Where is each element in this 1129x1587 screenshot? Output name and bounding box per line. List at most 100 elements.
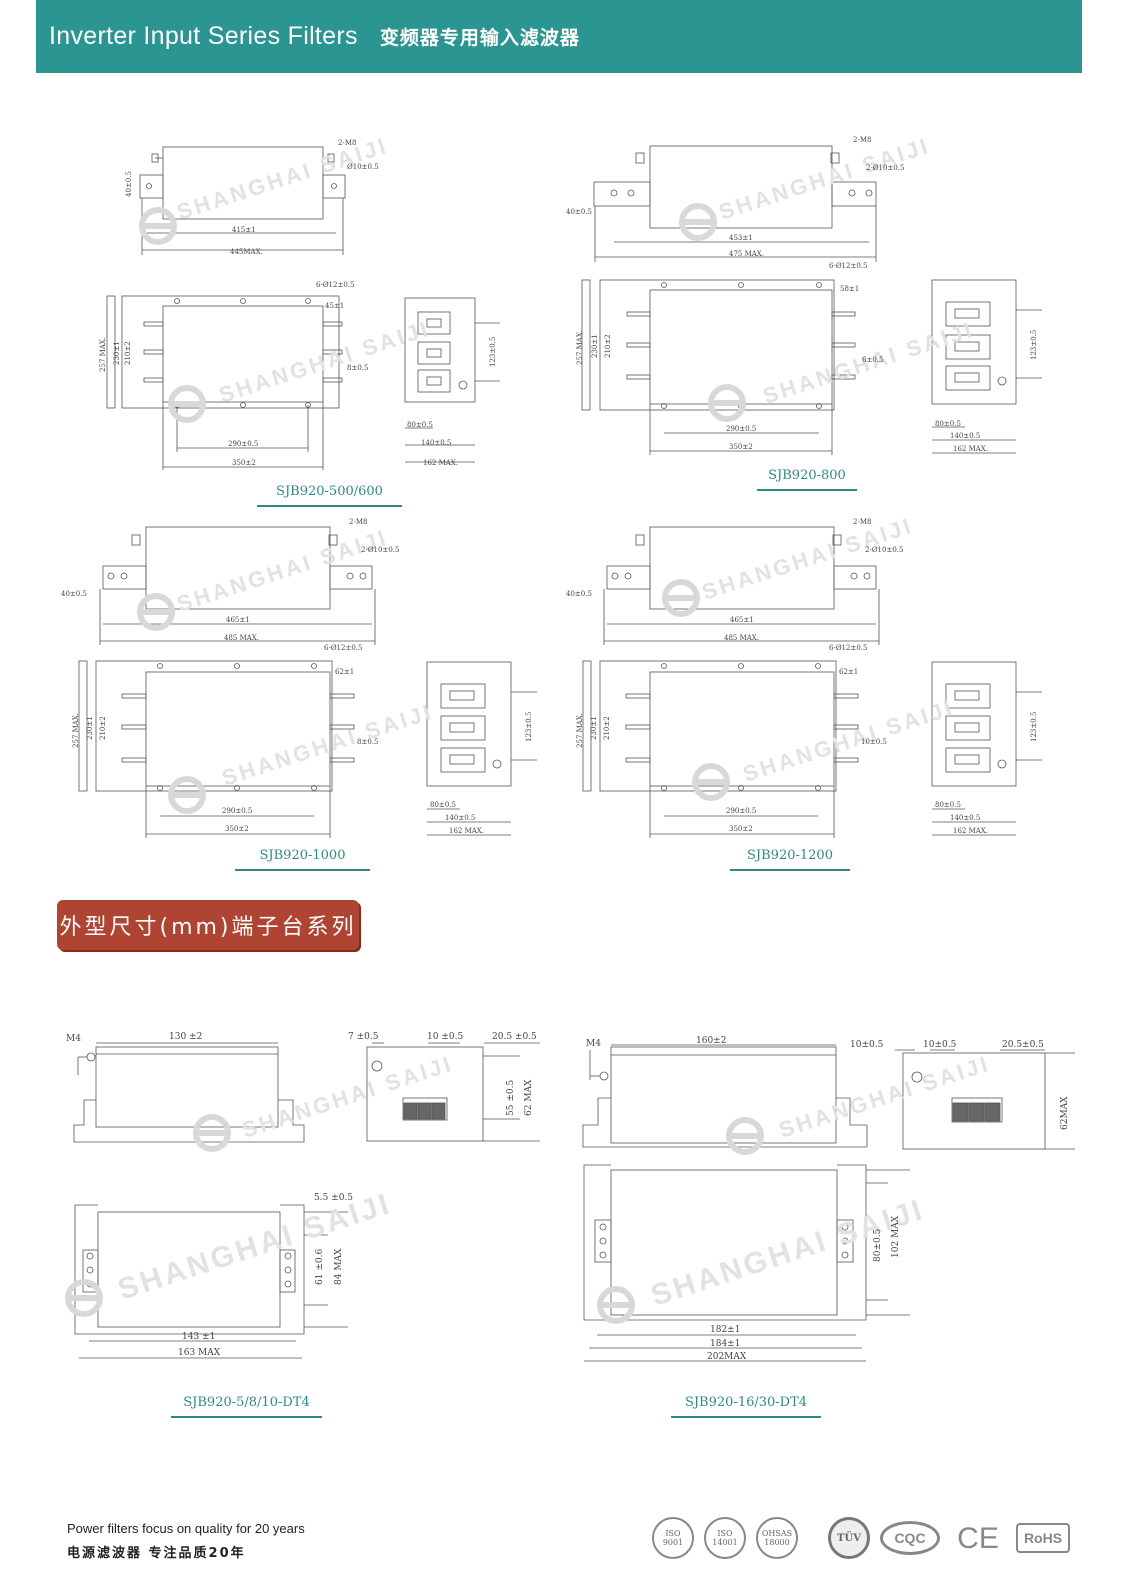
caption-underline — [171, 1416, 322, 1418]
svg-text:80±0.5: 80±0.5 — [407, 421, 433, 429]
svg-text:350±2: 350±2 — [729, 825, 753, 833]
svg-text:485 MAX.: 485 MAX. — [724, 634, 759, 642]
svg-text:6-Ø12±0.5: 6-Ø12±0.5 — [316, 281, 354, 289]
svg-text:62±1: 62±1 — [839, 668, 858, 676]
svg-text:SHANGHAI SAIJI: SHANGHAI SAIJI — [216, 316, 433, 408]
svg-text:257 MAX.: 257 MAX. — [576, 330, 584, 365]
footer-slogan-en: Power filters focus on quality for 20 ye… — [67, 1521, 305, 1536]
svg-text:80±0.5: 80±0.5 — [935, 420, 961, 428]
svg-text:SHANGHAI SAIJI: SHANGHAI SAIJI — [174, 525, 391, 617]
drawing-m1 — [106, 146, 500, 470]
svg-text:40±0.5: 40±0.5 — [61, 590, 87, 598]
header-title-cn: 变频器专用输入滤波器 — [379, 27, 580, 49]
svg-text:485 MAX.: 485 MAX. — [224, 634, 259, 642]
svg-text:445MAX.: 445MAX. — [230, 248, 263, 256]
model-name: SJB920-5/8/10-DT4 — [183, 1395, 310, 1410]
svg-text:102 MAX: 102 MAX — [891, 1215, 901, 1258]
svg-text:123±0.5: 123±0.5 — [1030, 712, 1038, 742]
svg-text:SHANGHAI SAIJI: SHANGHAI SAIJI — [219, 699, 436, 791]
svg-text:SHANGHAI SAIJI: SHANGHAI SAIJI — [776, 1051, 993, 1143]
svg-text:350±2: 350±2 — [729, 443, 753, 451]
svg-text:40±0.5: 40±0.5 — [566, 208, 592, 216]
cqc-badge-icon: CQC — [880, 1521, 940, 1555]
svg-text:Ø10±0.5: Ø10±0.5 — [347, 163, 379, 171]
svg-text:182±1: 182±1 — [710, 1325, 740, 1335]
svg-text:40±0.5: 40±0.5 — [566, 590, 592, 598]
svg-text:230±1: 230±1 — [86, 716, 94, 740]
dim-labels-m6: M4 160±2 10±0.5 10±0.5 20.5±0.5 62MAX 80… — [586, 1036, 1070, 1362]
svg-text:80±0.5: 80±0.5 — [935, 801, 961, 809]
ohsas-badge-icon: OHSAS 18000 — [756, 1517, 798, 1559]
svg-text:10±0.5: 10±0.5 — [923, 1040, 957, 1050]
drawing-m4 — [582, 526, 1042, 838]
drawing-m3 — [78, 526, 537, 838]
svg-text:SHANGHAI SAIJI: SHANGHAI SAIJI — [239, 1051, 456, 1143]
svg-text:230±1: 230±1 — [590, 716, 598, 740]
svg-text:62 MAX: 62 MAX — [524, 1079, 534, 1116]
caption-underline — [257, 505, 402, 507]
svg-text:453±1: 453±1 — [729, 234, 753, 242]
svg-text:230±1: 230±1 — [591, 334, 599, 358]
svg-text:415±1: 415±1 — [232, 226, 256, 234]
model-caption-m1: SJB920-500/600 — [257, 484, 402, 507]
svg-text:350±2: 350±2 — [225, 825, 249, 833]
svg-text:123±0.5: 123±0.5 — [1030, 330, 1038, 360]
svg-text:M4: M4 — [66, 1034, 81, 1044]
svg-text:123±0.5: 123±0.5 — [525, 712, 533, 742]
svg-text:143 ±1: 143 ±1 — [182, 1332, 215, 1342]
caption-underline — [235, 869, 370, 871]
svg-text:10 ±0.5: 10 ±0.5 — [427, 1032, 463, 1042]
svg-text:10±0.5: 10±0.5 — [850, 1040, 884, 1050]
model-name: SJB920-1000 — [259, 848, 346, 863]
watermark-logos — [66, 206, 763, 1321]
svg-text:62±1: 62±1 — [335, 668, 354, 676]
svg-text:465±1: 465±1 — [730, 616, 754, 624]
svg-text:162 MAX.: 162 MAX. — [953, 827, 988, 835]
svg-text:62MAX: 62MAX — [1060, 1096, 1070, 1130]
dim-labels-m1: 2-M8 Ø10±0.5 40±0.5 415±1 445MAX. 6-Ø12±… — [99, 139, 497, 467]
svg-text:162 MAX.: 162 MAX. — [423, 459, 458, 467]
svg-text:162 MAX.: 162 MAX. — [449, 827, 484, 835]
svg-text:20.5 ±0.5: 20.5 ±0.5 — [492, 1032, 537, 1042]
svg-text:SHANGHAI SAIJI: SHANGHAI SAIJI — [740, 695, 957, 787]
svg-text:58±1: 58±1 — [840, 285, 859, 293]
model-caption-m2: SJB920-800 — [757, 468, 857, 491]
svg-text:184±1: 184±1 — [710, 1339, 740, 1349]
dim-labels-m4: 2-M8 2-Ø10±0.5 40±0.5 465±1 485 MAX. 6-Ø… — [566, 518, 1038, 835]
model-name: SJB920-800 — [768, 468, 846, 483]
svg-text:350±2: 350±2 — [232, 459, 256, 467]
svg-text:130 ±2: 130 ±2 — [169, 1032, 202, 1042]
svg-text:2-Ø10±0.5: 2-Ø10±0.5 — [865, 546, 903, 554]
svg-text:230±1: 230±1 — [113, 341, 121, 365]
svg-text:290±0.5: 290±0.5 — [726, 807, 756, 815]
svg-text:140±0.5: 140±0.5 — [445, 814, 475, 822]
svg-text:2-M8: 2-M8 — [853, 518, 871, 526]
svg-text:257 MAX.: 257 MAX. — [576, 713, 584, 748]
caption-underline — [671, 1416, 821, 1418]
svg-text:2-M8: 2-M8 — [853, 136, 871, 144]
footer-slogan-cn: 电源滤波器 专注品质20年 — [67, 1546, 246, 1561]
svg-text:162 MAX.: 162 MAX. — [953, 445, 988, 453]
svg-text:210±2: 210±2 — [124, 341, 132, 365]
svg-text:SHANGHAI SAIJI: SHANGHAI SAIJI — [647, 1193, 929, 1313]
svg-text:210±2: 210±2 — [604, 334, 612, 358]
svg-text:140±0.5: 140±0.5 — [950, 814, 980, 822]
svg-text:61 ±0.6: 61 ±0.6 — [315, 1249, 325, 1285]
svg-text:10±0.5: 10±0.5 — [861, 738, 887, 746]
svg-text:2-Ø10±0.5: 2-Ø10±0.5 — [866, 164, 904, 172]
iso9001-badge-icon: ISO 9001 — [652, 1517, 694, 1559]
svg-text:SHANGHAI SAIJI: SHANGHAI SAIJI — [114, 1187, 396, 1307]
svg-text:2-M8: 2-M8 — [338, 139, 356, 147]
drawing-m2 — [581, 145, 1042, 455]
iso14001-badge-icon: ISO 14001 — [704, 1517, 746, 1559]
svg-text:163 MAX: 163 MAX — [178, 1348, 221, 1358]
svg-text:40±0.5: 40±0.5 — [125, 171, 133, 197]
svg-text:290±0.5: 290±0.5 — [726, 425, 756, 433]
svg-text:123±0.5: 123±0.5 — [489, 337, 497, 367]
svg-text:45±1: 45±1 — [325, 302, 344, 310]
model-name: SJB920-1200 — [747, 848, 833, 863]
svg-text:80±0.5: 80±0.5 — [430, 801, 456, 809]
svg-text:M4: M4 — [586, 1039, 601, 1049]
model-caption-m4: SJB920-1200 — [730, 848, 850, 871]
